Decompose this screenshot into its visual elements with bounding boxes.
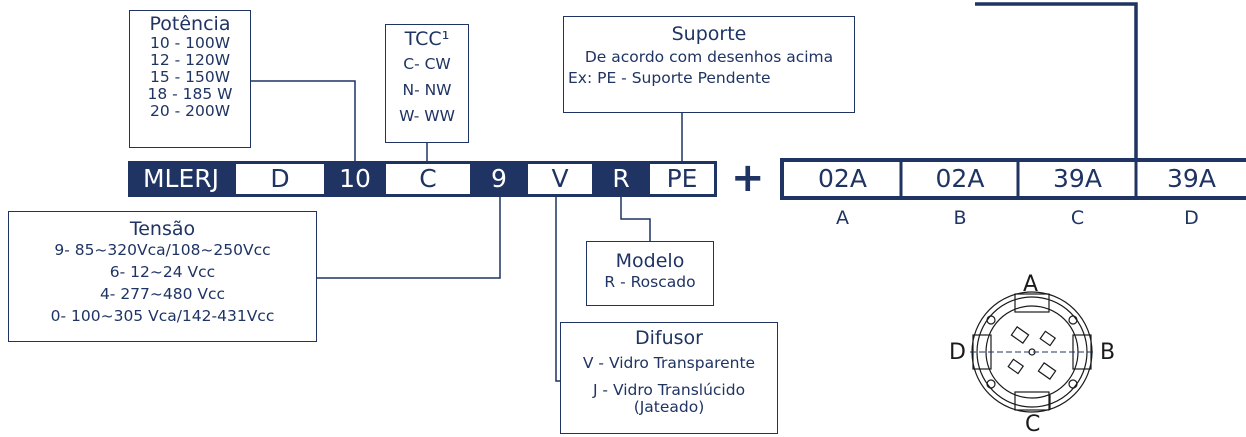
difusor-item: J - Vidro Translúcido bbox=[592, 381, 746, 399]
entries-row bbox=[780, 158, 1246, 200]
connector-potencia bbox=[250, 80, 356, 161]
entry-value-d: 39A bbox=[1167, 164, 1216, 193]
code-segment-r: R bbox=[612, 164, 630, 193]
entry-letter-d: D bbox=[1184, 207, 1199, 229]
potencia-item: 10 - 100W bbox=[149, 34, 231, 52]
tensao-item: 4- 277~480 Vcc bbox=[99, 285, 226, 303]
tensao-item: 6- 12~24 Vcc bbox=[109, 263, 216, 281]
code-segment-d: D bbox=[236, 164, 324, 194]
code-segment-9: 9 bbox=[491, 164, 507, 193]
tcc-item: W- WW bbox=[399, 107, 455, 125]
code-segment-mlerj: MLERJ bbox=[142, 164, 220, 193]
connector-top-right bbox=[975, 2, 1138, 158]
potencia-item: 12 - 120W bbox=[149, 51, 231, 69]
tensao-item: 9- 85~320Vca/108~250Vcc bbox=[54, 241, 271, 259]
modelo-box: Modelo R - Roscado bbox=[586, 241, 714, 306]
connector-modelo bbox=[620, 197, 651, 241]
entry-value-c: 39A bbox=[1053, 164, 1102, 193]
entry-letter-b: B bbox=[953, 207, 967, 229]
code-segment-pe: PE bbox=[650, 164, 714, 194]
port-label-b: B bbox=[1100, 340, 1116, 365]
connector-difusor bbox=[555, 197, 560, 382]
potencia-box: Potência 10 - 100W 12 - 120W 15 - 150W 1… bbox=[129, 10, 251, 148]
tcc-item: N- NW bbox=[402, 81, 452, 99]
potencia-item: 18 - 185 W bbox=[147, 85, 233, 103]
code-segment-c: C bbox=[386, 164, 470, 194]
tcc-box: TCC¹ C- CW N- NW W- WW bbox=[385, 24, 469, 143]
suporte-item: Ex: PE - Suporte Pendente bbox=[568, 69, 771, 87]
connector-tensao bbox=[317, 197, 501, 279]
modelo-item: R - Roscado bbox=[604, 273, 696, 291]
potencia-title: Potência bbox=[149, 13, 231, 35]
difusor-box: Difusor V - Vidro Transparente J - Vidro… bbox=[560, 322, 778, 434]
plus-sign: + bbox=[731, 155, 765, 201]
entry-letter-a: A bbox=[836, 207, 849, 229]
difusor-title: Difusor bbox=[635, 327, 703, 349]
modelo-title: Modelo bbox=[615, 250, 685, 272]
code-segment-v: V bbox=[528, 164, 592, 194]
tcc-title: TCC¹ bbox=[404, 28, 450, 50]
suporte-item: De acordo com desenhos acima bbox=[584, 48, 834, 66]
entry-value-a: 02A bbox=[818, 164, 867, 193]
suporte-box: Suporte De acordo com desenhos acima Ex:… bbox=[563, 16, 855, 113]
potencia-item: 20 - 200W bbox=[149, 102, 231, 120]
tensao-title: Tensão bbox=[129, 218, 196, 240]
difusor-item: (Jateado) bbox=[633, 398, 705, 416]
difusor-item: V - Vidro Transparente bbox=[582, 354, 756, 372]
entry-letter-c: C bbox=[1070, 207, 1085, 229]
tensao-item: 0- 100~305 Vca/142-431Vcc bbox=[50, 307, 275, 325]
tensao-box: Tensão 9- 85~320Vca/108~250Vcc 6- 12~24 … bbox=[8, 211, 317, 342]
port-label-d: D bbox=[949, 340, 966, 365]
port-label-c: C bbox=[1025, 412, 1041, 437]
entry-value-b: 02A bbox=[935, 164, 985, 193]
potencia-item: 15 - 150W bbox=[149, 68, 231, 86]
tcc-item: C- CW bbox=[403, 55, 451, 73]
suporte-title: Suporte bbox=[671, 23, 747, 45]
port-label-a: A bbox=[1023, 272, 1039, 297]
code-segment-10: 10 bbox=[339, 164, 371, 193]
